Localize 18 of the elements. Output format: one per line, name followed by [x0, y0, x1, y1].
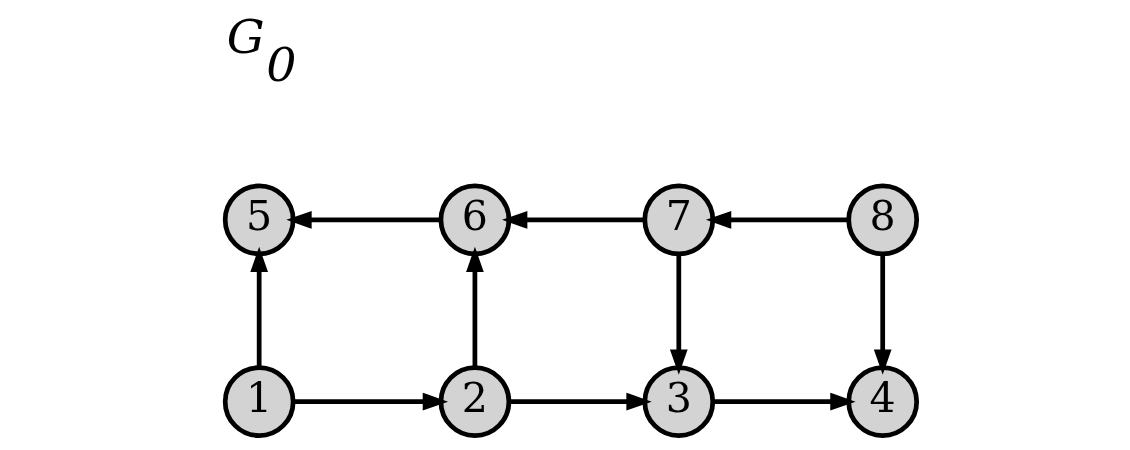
arrow	[509, 392, 652, 411]
node-circle: 7	[642, 183, 716, 257]
arrow	[466, 246, 484, 368]
arrow	[293, 392, 449, 411]
node-circle: 8	[846, 183, 920, 257]
arrow	[669, 253, 688, 375]
node-circle: 6	[438, 183, 512, 257]
arrow	[705, 211, 849, 229]
arrow	[286, 211, 441, 229]
arrow	[873, 253, 892, 375]
arrow	[250, 246, 269, 368]
arrow	[713, 392, 856, 411]
arrow	[502, 211, 645, 229]
node-circle: 4	[846, 365, 920, 438]
node-circle: 5	[222, 183, 296, 257]
node-circle: 2	[438, 365, 512, 438]
node-circle: 1	[222, 365, 296, 438]
node-circle: 3	[642, 365, 716, 438]
